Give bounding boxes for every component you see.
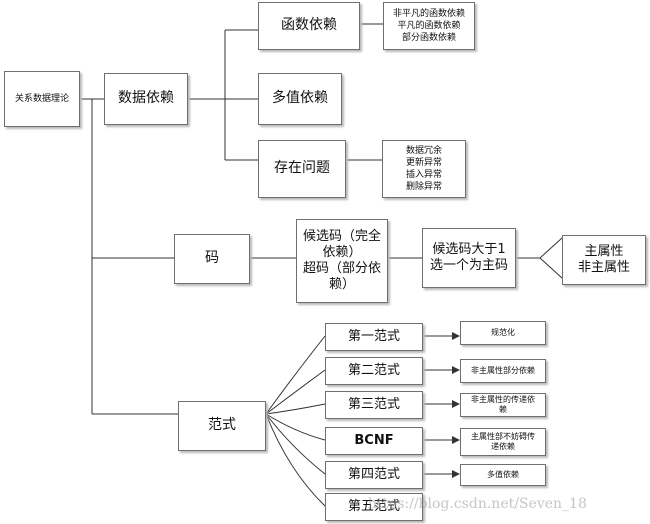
node-nf2: 第二范式 — [325, 357, 423, 385]
node-problems: 存在问题 — [258, 140, 346, 198]
node-bcnf-note: 主属性部不妨碍传 递依赖 — [460, 428, 546, 456]
node-dependency: 数据依赖 — [104, 73, 188, 125]
node-multivalued: 多值依赖 — [258, 73, 342, 125]
node-nf4-note: 多值依赖 — [460, 464, 546, 486]
node-functional: 函数依赖 — [258, 2, 360, 50]
node-normal-form: 范式 — [178, 401, 266, 451]
node-root: 关系数据理论 — [4, 71, 80, 127]
connector-root — [80, 98, 178, 415]
node-key: 码 — [174, 234, 250, 284]
arrow-nf1 — [452, 332, 460, 340]
node-nf1-note: 规范化 — [460, 321, 546, 345]
node-nf2-note: 非主属性部分依赖 — [460, 359, 546, 383]
arrow-nf3 — [452, 400, 460, 408]
connector-dependency — [188, 29, 258, 161]
node-functional-detail: 非平凡的函数依赖 平凡的函数依赖 部分函数依赖 — [383, 2, 475, 50]
watermark: https://blog.csdn.net/Seven_18 — [368, 496, 587, 512]
arrow-bcnf — [452, 436, 460, 444]
node-nf5: 第五范式 — [325, 493, 423, 521]
node-bcnf: BCNF — [325, 427, 423, 455]
node-problems-detail: 数据冗余 更新异常 插入异常 删除异常 — [382, 140, 466, 198]
connector-nf-fan — [265, 335, 326, 507]
connector-key-fan — [539, 237, 563, 279]
node-key-attr: 主属性 非主属性 — [562, 235, 646, 285]
node-nf4: 第四范式 — [325, 461, 423, 489]
arrow-nf4 — [452, 470, 460, 478]
node-nf3: 第三范式 — [325, 391, 423, 419]
connector-nf-notes — [423, 335, 452, 475]
node-key-primary: 候选码大于1 选一个为主码 — [422, 228, 516, 288]
node-nf1: 第一范式 — [325, 323, 423, 351]
node-key-candidate: 候选码（完全依赖） 超码（部分依赖） — [296, 219, 388, 303]
arrow-nf2 — [452, 366, 460, 374]
node-nf3-note: 非主属性的传递依 赖 — [460, 393, 546, 417]
